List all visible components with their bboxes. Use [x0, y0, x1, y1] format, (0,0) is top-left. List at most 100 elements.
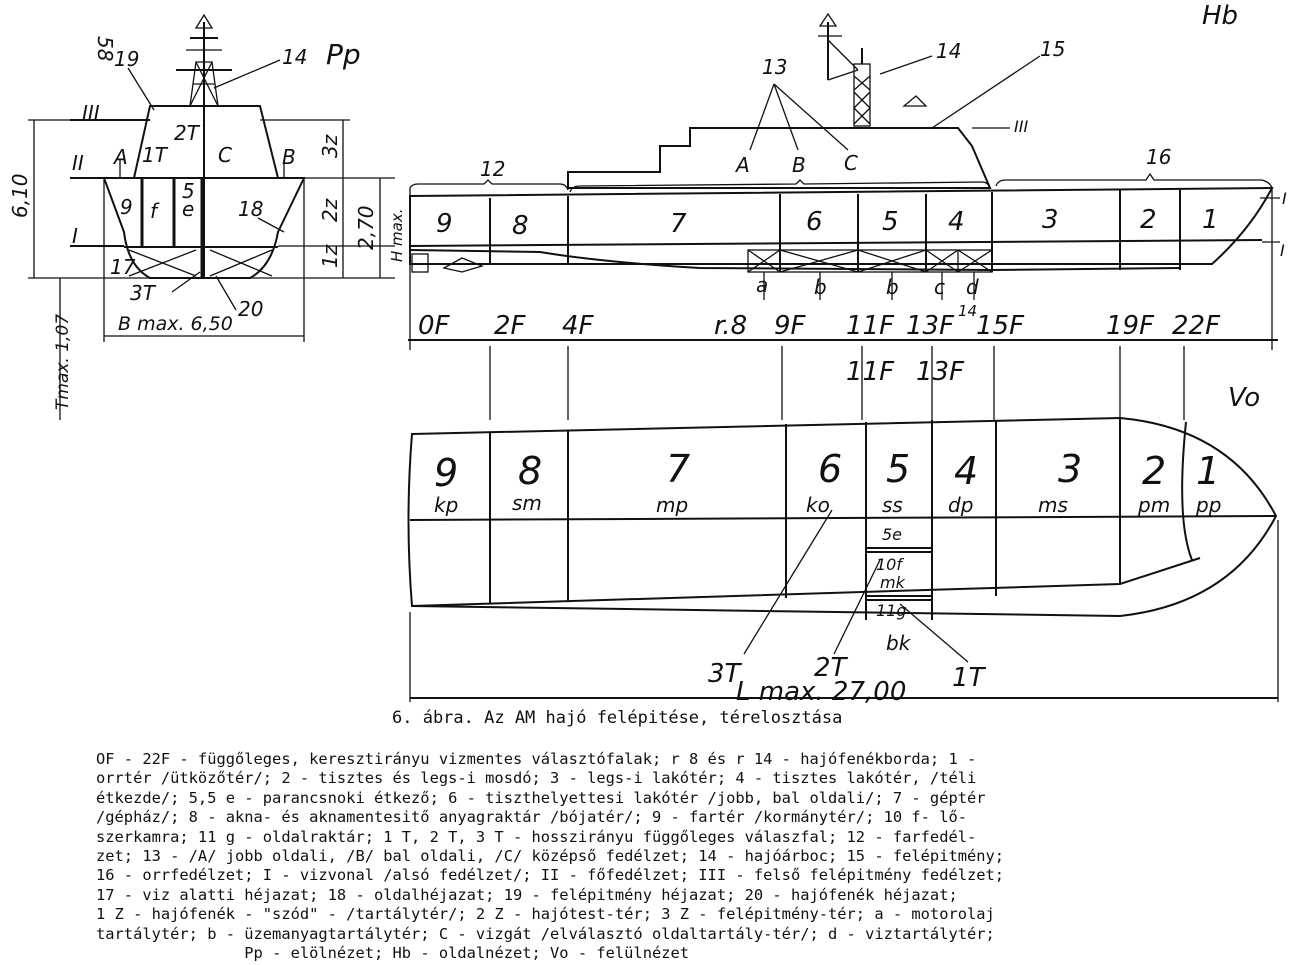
- top-view: Vo 9 kp 8 sm 7 mp 6 ko 5 ss 4 dp: [407, 383, 1279, 705]
- front-level-2: II: [72, 151, 84, 175]
- side-view-label: Hb: [1202, 1, 1238, 31]
- front-callout-20: 20: [238, 297, 263, 321]
- front-callout-18: 18: [238, 197, 263, 221]
- front-callout-3t: 3T: [130, 281, 157, 305]
- front-level-3: III: [82, 101, 100, 125]
- side-callout-13: 13: [762, 55, 787, 79]
- front-dim-3z: 3z: [318, 134, 342, 158]
- side-frame-22f: 22F: [1172, 311, 1221, 341]
- front-dim-bmax: B max. 6,50: [118, 313, 233, 335]
- top-comp-3-num: 3: [1058, 447, 1082, 491]
- side-tank-d: d: [966, 275, 979, 299]
- front-level-1: I: [72, 224, 78, 248]
- side-callout-14: 14: [936, 39, 961, 63]
- side-callout-16: 16: [1146, 145, 1171, 169]
- top-label-5e: 5e: [882, 525, 902, 544]
- side-comp-6: 6: [806, 207, 823, 237]
- front-view-label: Pp: [326, 38, 361, 71]
- side-superstructure: [567, 127, 992, 189]
- side-frame-19f: 19F: [1106, 311, 1155, 341]
- front-label-f: f: [150, 199, 160, 223]
- top-callout-1t: 1T: [952, 663, 987, 693]
- side-callout-15: 15: [1040, 37, 1065, 61]
- side-tanks: [747, 249, 993, 273]
- top-comp-6-code: ko: [806, 493, 830, 517]
- side-comp-2: 2: [1140, 205, 1157, 235]
- side-tank-b1: b: [814, 275, 827, 299]
- side-frame-2f: 2F: [494, 311, 527, 341]
- top-comp-3-code: ms: [1038, 493, 1068, 517]
- side-frame-below-13f: 13F: [916, 357, 965, 387]
- side-deck-c: C: [844, 151, 858, 175]
- front-label-1t: 1T: [142, 143, 169, 167]
- side-tank-a: a: [756, 273, 768, 297]
- top-label-bk: bk: [886, 631, 912, 655]
- front-label-c: C: [218, 143, 232, 167]
- figure-legend: OF - 22F - függőleges, keresztirányu viz…: [96, 750, 1005, 963]
- top-comp-4-code: dp: [948, 493, 973, 517]
- front-callout-19: 19: [114, 47, 139, 71]
- front-callout-17: 17: [110, 255, 136, 279]
- side-frame-4f: 4F: [562, 311, 595, 341]
- top-label-10f: 10f: [876, 555, 904, 574]
- side-hull: [409, 186, 1274, 265]
- ship-layout-drawing: 5 8 Pp: [8, 1, 1287, 705]
- top-comp-2-code: pm: [1137, 493, 1170, 517]
- side-frame-0f: 0F: [418, 311, 451, 341]
- front-label-9: 9: [120, 195, 133, 219]
- front-dim-tmax: Tmax. 1,07: [53, 314, 73, 410]
- top-comp-1-num: 1: [1196, 449, 1220, 493]
- top-comp-9-num: 9: [434, 451, 458, 495]
- top-label-11g: 11g: [876, 601, 907, 620]
- side-comp-4: 4: [948, 207, 965, 237]
- side-frame-14: 14: [958, 302, 977, 320]
- front-dim-2z: 2z: [318, 198, 342, 222]
- front-mast: [176, 13, 232, 278]
- front-dim-hmax: H max.: [388, 209, 406, 263]
- side-level-3: III: [1014, 117, 1028, 136]
- side-tank-c: c: [934, 275, 945, 299]
- front-view: 58 Pp: [8, 13, 406, 420]
- side-comp-1: 1: [1202, 205, 1219, 235]
- top-hull-outline: [407, 416, 1278, 618]
- figure-caption: 6. ábra. Az AM hajó felépitése, térelosz…: [392, 708, 843, 728]
- side-callout-12: 12: [480, 157, 505, 181]
- front-label-e: e: [182, 197, 194, 221]
- side-tank-b2: b: [886, 275, 899, 299]
- side-comp-8: 8: [512, 211, 529, 241]
- side-view: Hb: [408, 1, 1287, 420]
- top-view-label: Vo: [1228, 383, 1260, 413]
- top-comp-6-num: 6: [818, 447, 842, 491]
- side-frame-13f: 13F: [906, 311, 955, 341]
- top-label-mk: mk: [880, 573, 906, 592]
- side-frame-below-11f: 11F: [846, 357, 895, 387]
- side-level-1b: I: [1280, 241, 1285, 260]
- side-comp-3: 3: [1042, 205, 1059, 235]
- top-comp-8-code: sm: [512, 491, 542, 515]
- side-mast: [818, 12, 928, 127]
- top-comp-4-num: 4: [954, 449, 978, 493]
- side-frame-11f: 11F: [846, 311, 895, 341]
- top-dim-lmax: L max. 27,00: [736, 677, 906, 705]
- top-bulkheads: [489, 418, 1193, 620]
- top-callout-2t: 2T: [814, 653, 849, 683]
- top-callout-3t: 3T: [708, 659, 743, 689]
- top-comp-5-code: ss: [882, 493, 903, 517]
- front-label-b: B: [282, 145, 296, 169]
- side-comp-9: 9: [436, 209, 453, 239]
- front-superstructure: [132, 105, 280, 179]
- side-comp-5: 5: [882, 207, 899, 237]
- top-comp-1-code: pp: [1195, 493, 1221, 517]
- top-comp-5-num: 5: [886, 447, 910, 491]
- front-dim-1z: 1z: [318, 244, 342, 268]
- side-comp-7: 7: [670, 209, 687, 239]
- top-comp-2-num: 2: [1142, 449, 1166, 493]
- side-level-1a: I: [1282, 189, 1287, 208]
- front-label-5: 5: [182, 179, 195, 203]
- front-dim-height-2: 2,70: [354, 205, 378, 250]
- front-callout-14: 14: [282, 45, 307, 69]
- side-frame-9f: 9F: [774, 311, 807, 341]
- top-comp-8-num: 8: [518, 449, 542, 493]
- side-deck-a: A: [734, 153, 750, 177]
- side-frame-15f: 15F: [976, 311, 1025, 341]
